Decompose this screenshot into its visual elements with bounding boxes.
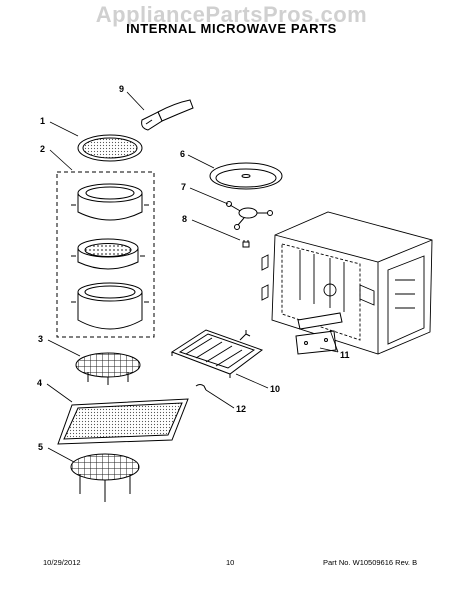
footer-part-number: W10509616 [352, 558, 394, 567]
watermark: AppliancePartsPros.com [95, 2, 368, 27]
footer-rev-label: Rev. [395, 558, 411, 567]
callout-labels: 1 2 3 4 5 6 7 8 9 10 11 12 [37, 84, 350, 452]
part-3-round-rack [75, 352, 141, 385]
callout-8: 8 [182, 214, 187, 224]
callout-2: 2 [40, 144, 45, 154]
callout-7: 7 [181, 182, 186, 192]
callout-6: 6 [180, 149, 185, 159]
callout-3: 3 [38, 334, 43, 344]
part-5-tall-rack [70, 453, 140, 502]
part-8-coupler [242, 240, 250, 248]
leader-lines [46, 91, 339, 463]
part-2-steamer-assembly [56, 171, 155, 338]
microwave-cavity [261, 211, 433, 355]
footer-part: Part No. W10509616 Rev. B [323, 558, 417, 567]
part-4-crisper-tray [57, 398, 189, 445]
callout-4: 4 [37, 378, 42, 388]
part-1-mesh-lid [77, 134, 143, 162]
page-title: INTERNAL MICROWAVE PARTS [126, 21, 337, 36]
footer-page: 10 [226, 558, 235, 567]
callout-9: 9 [119, 84, 124, 94]
part-11-brackets [295, 312, 343, 355]
part-6-turntable [209, 162, 283, 190]
callout-10: 10 [270, 384, 280, 394]
part-9-handle [141, 99, 194, 131]
callout-11: 11 [340, 350, 350, 360]
callout-1: 1 [40, 116, 45, 126]
footer-part-label: Part No. [323, 558, 351, 567]
part-12-clip [195, 384, 207, 391]
callout-5: 5 [38, 442, 43, 452]
part-7-roller-support [226, 201, 273, 230]
footer-rev: B [412, 558, 418, 567]
callout-12: 12 [236, 404, 246, 414]
footer-date: 10/29/2012 [43, 558, 81, 567]
part-10-heating-element [170, 329, 264, 378]
